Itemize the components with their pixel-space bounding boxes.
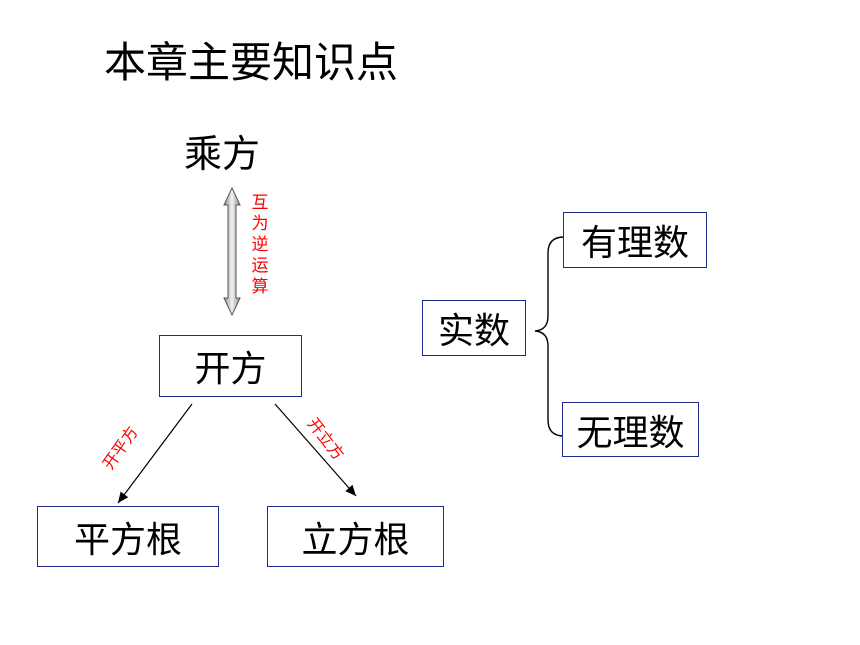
inverse-operation-label: 互为逆运算 bbox=[251, 193, 269, 297]
node-square-root: 平方根 bbox=[37, 506, 219, 567]
edge-to-square-root bbox=[117, 403, 193, 504]
node-irrational-number: 无理数 bbox=[562, 402, 699, 457]
page-title: 本章主要知识点 bbox=[104, 38, 399, 87]
node-real-number: 实数 bbox=[422, 300, 526, 356]
node-cube-root: 立方根 bbox=[267, 506, 444, 567]
node-rational-number: 有理数 bbox=[563, 212, 707, 268]
edge-to-cube-root bbox=[274, 403, 357, 497]
inverse-operation-double-arrow bbox=[223, 186, 241, 317]
classification-brace bbox=[534, 236, 565, 437]
node-power: 乘方 bbox=[184, 132, 261, 176]
node-root-extraction: 开方 bbox=[159, 335, 302, 397]
